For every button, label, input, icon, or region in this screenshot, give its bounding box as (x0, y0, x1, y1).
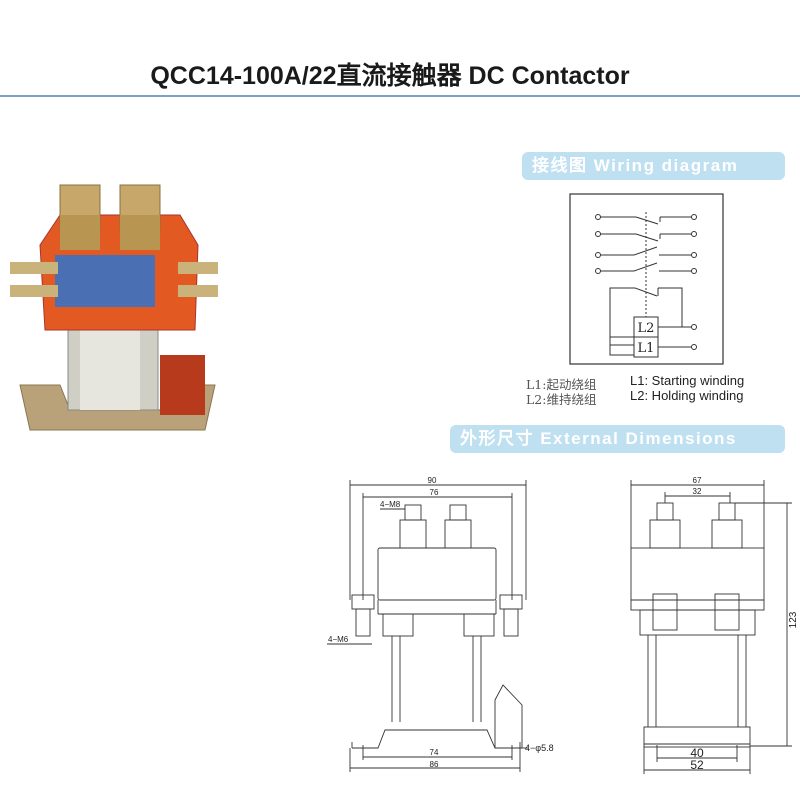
dimensions-section-header: 外形尺寸 External Dimensions (450, 425, 785, 453)
legend-l1-en: L1: Starting winding (630, 373, 745, 388)
contactor-illustration (10, 184, 218, 431)
page-title: QCC14-100A/22直流接触器 DC Contactor (150, 62, 630, 90)
header-divider (0, 95, 800, 97)
dimensions-section-title: 外形尺寸 External Dimensions (460, 429, 737, 448)
legend-l2-en: L2: Holding winding (630, 388, 744, 403)
legend-l2-cn: L2:维持绕组 (526, 392, 597, 407)
wiring-section-title: 接线图 Wiring diagram (532, 156, 739, 175)
wiring-section-header: 接线图 Wiring diagram (522, 152, 785, 180)
legend-l1-cn: L1:起动绕组 (526, 377, 597, 392)
